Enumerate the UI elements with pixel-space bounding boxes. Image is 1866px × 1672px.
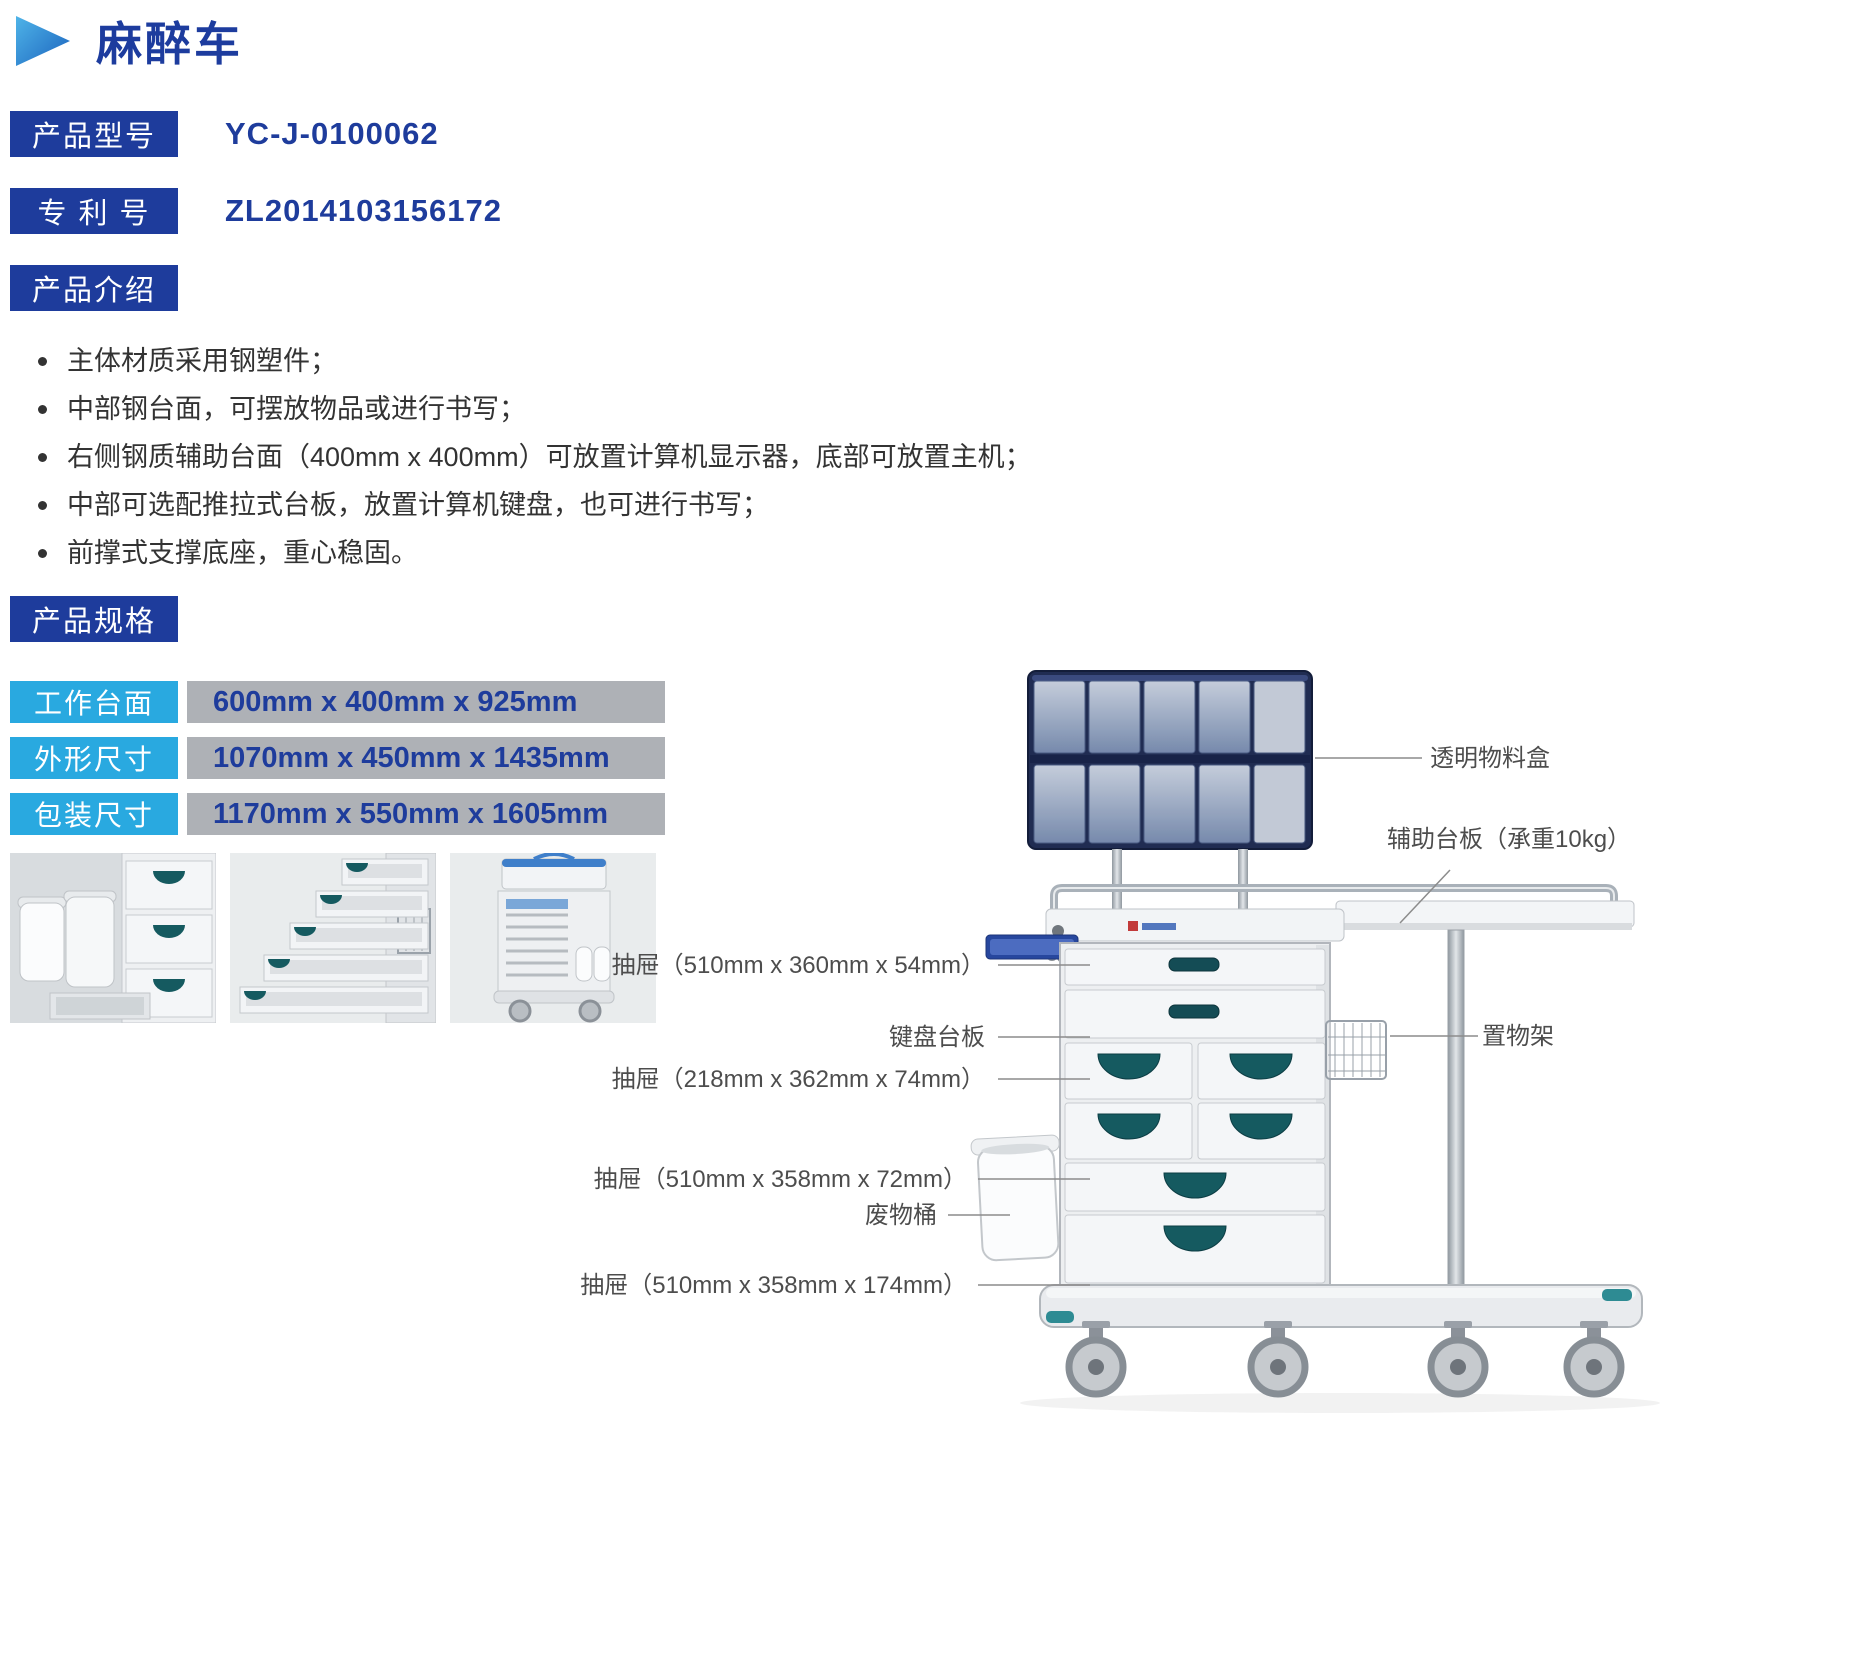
transparent-bins-unit	[1027, 670, 1313, 850]
bullet-text: 主体材质采用钢塑件；	[67, 346, 337, 376]
patent-value: ZL2014103156172	[225, 193, 503, 228]
model-label-badge: 产品型号	[10, 111, 178, 157]
spec-value: 600mm x 400mm x 925mm	[187, 681, 665, 723]
callout-drawer-72: 抽屉（510mm x 358mm x 72mm）	[593, 1166, 967, 1193]
patent-row: 专 利 号 ZL2014103156172	[10, 188, 502, 234]
spec-row-overall: 外形尺寸 1070mm x 450mm x 1435mm	[10, 737, 665, 779]
drawers	[1064, 948, 1326, 1284]
spec-row-worktop: 工作台面 600mm x 400mm x 925mm	[10, 681, 665, 723]
caster-wheel	[1563, 1321, 1625, 1398]
auxiliary-table	[1335, 900, 1635, 1289]
casters	[1065, 1321, 1625, 1398]
intro-bullet: 前撑式支撑底座，重心稳固。	[38, 538, 1338, 569]
bullet-text: 前撑式支撑底座，重心稳固。	[67, 538, 418, 569]
bullet-dot-icon	[38, 405, 47, 415]
page-title: 麻醉车	[96, 18, 243, 70]
photo-side-shelves-illustration	[450, 853, 656, 1023]
intro-bullet: 主体材质采用钢塑件；	[38, 346, 1338, 377]
bullet-dot-icon	[38, 549, 47, 559]
spec-label: 包装尺寸	[10, 793, 178, 835]
product-figure: 透明物料盒 辅助台板（承重10kg） 抽屉（510mm x 360mm x 54…	[580, 655, 1866, 1672]
spec-row-package: 包装尺寸 1170mm x 550mm x 1605mm	[10, 793, 665, 835]
title-arrow-icon	[16, 16, 70, 66]
spec-table: 工作台面 600mm x 400mm x 925mm 外形尺寸 1070mm x…	[10, 681, 665, 849]
bullet-text: 中部钢台面，可摆放物品或进行书写；	[67, 394, 526, 425]
spec-label: 工作台面	[10, 681, 178, 723]
callout-drawer-54: 抽屉（510mm x 360mm x 54mm）	[611, 952, 985, 979]
floor-shadow	[1020, 1393, 1660, 1413]
model-value: YC-J-0100062	[225, 116, 439, 151]
caster-wheel	[1065, 1321, 1127, 1398]
spec-section-badge: 产品规格	[10, 596, 178, 642]
spec-value: 1070mm x 450mm x 1435mm	[187, 737, 665, 779]
bullet-dot-icon	[38, 357, 47, 366]
bullet-dot-icon	[38, 501, 47, 511]
photo-waste-bins-illustration	[10, 853, 216, 1023]
push-handle-rail	[1050, 884, 1618, 918]
callout-waste-bin: 废物桶	[865, 1202, 937, 1229]
spec-value: 1170mm x 550mm x 1605mm	[187, 793, 665, 835]
callout-rack: 置物架	[1482, 1023, 1554, 1050]
photo-open-drawers-illustration	[230, 853, 436, 1023]
support-poles	[1112, 849, 1248, 911]
callout-bins: 透明物料盒	[1430, 745, 1550, 772]
base-platform	[1039, 1284, 1643, 1328]
photo-open-drawers-detail	[230, 853, 436, 1023]
bullet-text: 右侧钢质辅助台面（400mm x 400mm）可放置计算机显示器，底部可放置主机…	[67, 442, 1032, 473]
intro-bullet: 中部可选配推拉式台板，放置计算机键盘，也可进行书写；	[38, 490, 1338, 521]
spec-label: 外形尺寸	[10, 737, 178, 779]
patent-label-badge: 专 利 号	[10, 188, 178, 234]
intro-section-badge: 产品介绍	[10, 265, 178, 311]
bullet-text: 中部可选配推拉式台板，放置计算机键盘，也可进行书写；	[67, 490, 769, 521]
bullet-dot-icon	[38, 453, 47, 463]
callout-drawer-174: 抽屉（510mm x 358mm x 174mm）	[580, 1272, 967, 1299]
intro-section: 产品介绍	[10, 265, 178, 311]
spec-section: 产品规格	[10, 596, 178, 642]
callout-drawer-74: 抽屉（218mm x 362mm x 74mm）	[611, 1066, 985, 1093]
intro-bullet-list: 主体材质采用钢塑件； 中部钢台面，可摆放物品或进行书写； 右侧钢质辅助台面（40…	[38, 346, 1338, 586]
callout-aux-table: 辅助台板（承重10kg）	[1387, 826, 1632, 853]
side-tray	[985, 934, 1079, 960]
model-row: 产品型号 YC-J-0100062	[10, 111, 439, 157]
photo-waste-bins-detail	[10, 853, 216, 1023]
caster-wheel	[1427, 1321, 1489, 1398]
intro-bullet: 中部钢台面，可摆放物品或进行书写；	[38, 394, 1338, 425]
waste-bin	[970, 1134, 1060, 1262]
photo-side-shelves-detail	[450, 853, 656, 1023]
worktop-counter	[1045, 908, 1345, 942]
caster-wheel	[1247, 1321, 1309, 1398]
callout-keyboard: 键盘台板	[889, 1024, 985, 1051]
callout-leader-lines	[948, 757, 1478, 1286]
storage-rack	[1325, 1020, 1387, 1080]
page-header: 麻醉车	[16, 8, 243, 74]
anesthesia-cart-illustration	[948, 670, 1660, 1413]
intro-bullet: 右侧钢质辅助台面（400mm x 400mm）可放置计算机显示器，底部可放置主机…	[38, 442, 1338, 473]
detail-photos	[10, 853, 656, 1023]
